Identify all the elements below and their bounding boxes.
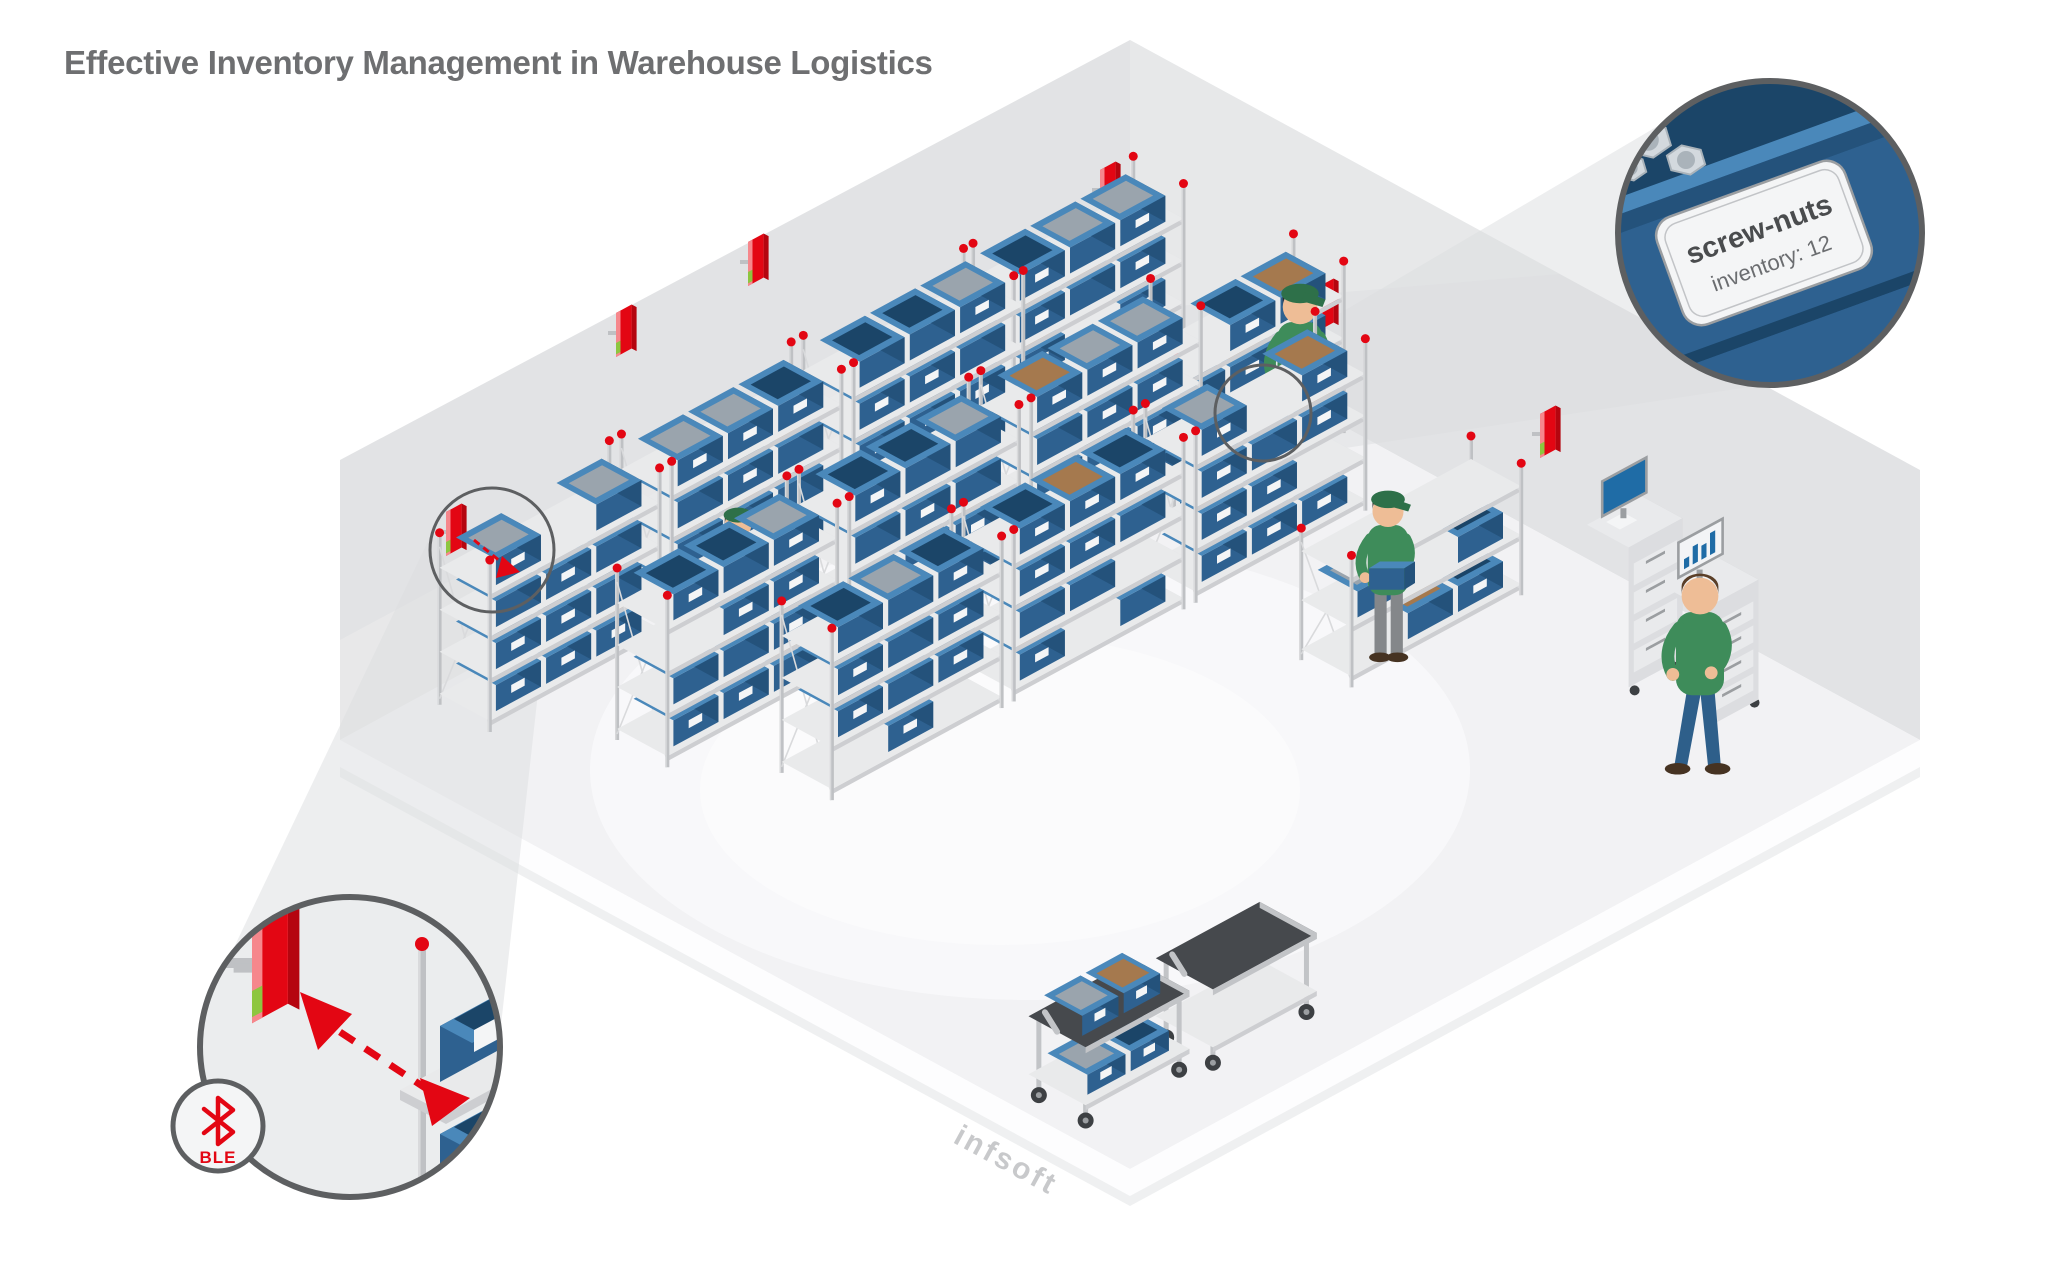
ble-label-text: BLE (200, 1148, 237, 1167)
shelf-unit (612, 471, 842, 768)
bin-inventory-label: screw-nuts inventory: 12 (1654, 159, 1874, 327)
scene-annotations (428, 363, 1313, 614)
callout-beacon-zoom: BLE (170, 894, 503, 1200)
empty-cart (1155, 901, 1317, 1071)
cart-with-bins (1028, 952, 1190, 1129)
warehouse-worker (1355, 490, 1415, 663)
beacon-closeup-art (200, 897, 500, 1197)
ble-beacon (608, 304, 637, 357)
warehouse-floor (340, 310, 1920, 1206)
ble-beacon (740, 233, 769, 286)
callout-circle (197, 894, 503, 1200)
callout-circle (1615, 78, 1925, 388)
shelf-unit (435, 436, 665, 733)
ble-beacon (438, 503, 467, 556)
bluetooth-icon (201, 1095, 236, 1147)
warehouse-worker (1661, 573, 1732, 775)
label-plate (1654, 159, 1874, 327)
shelf-unit (959, 405, 1188, 702)
label-plate-inner (1664, 168, 1864, 318)
ble-beacon (1532, 405, 1561, 458)
callout-bin-zoom: screw-nuts inventory: 12 (1615, 78, 1925, 388)
shelf-unit (1140, 306, 1370, 603)
computer-workstation (1587, 455, 1684, 696)
shelf-unit (777, 504, 1007, 801)
ble-badge: BLE (170, 1078, 266, 1174)
page-title: Effective Inventory Management in Wareho… (64, 44, 933, 81)
ble-beacon (233, 902, 300, 1024)
